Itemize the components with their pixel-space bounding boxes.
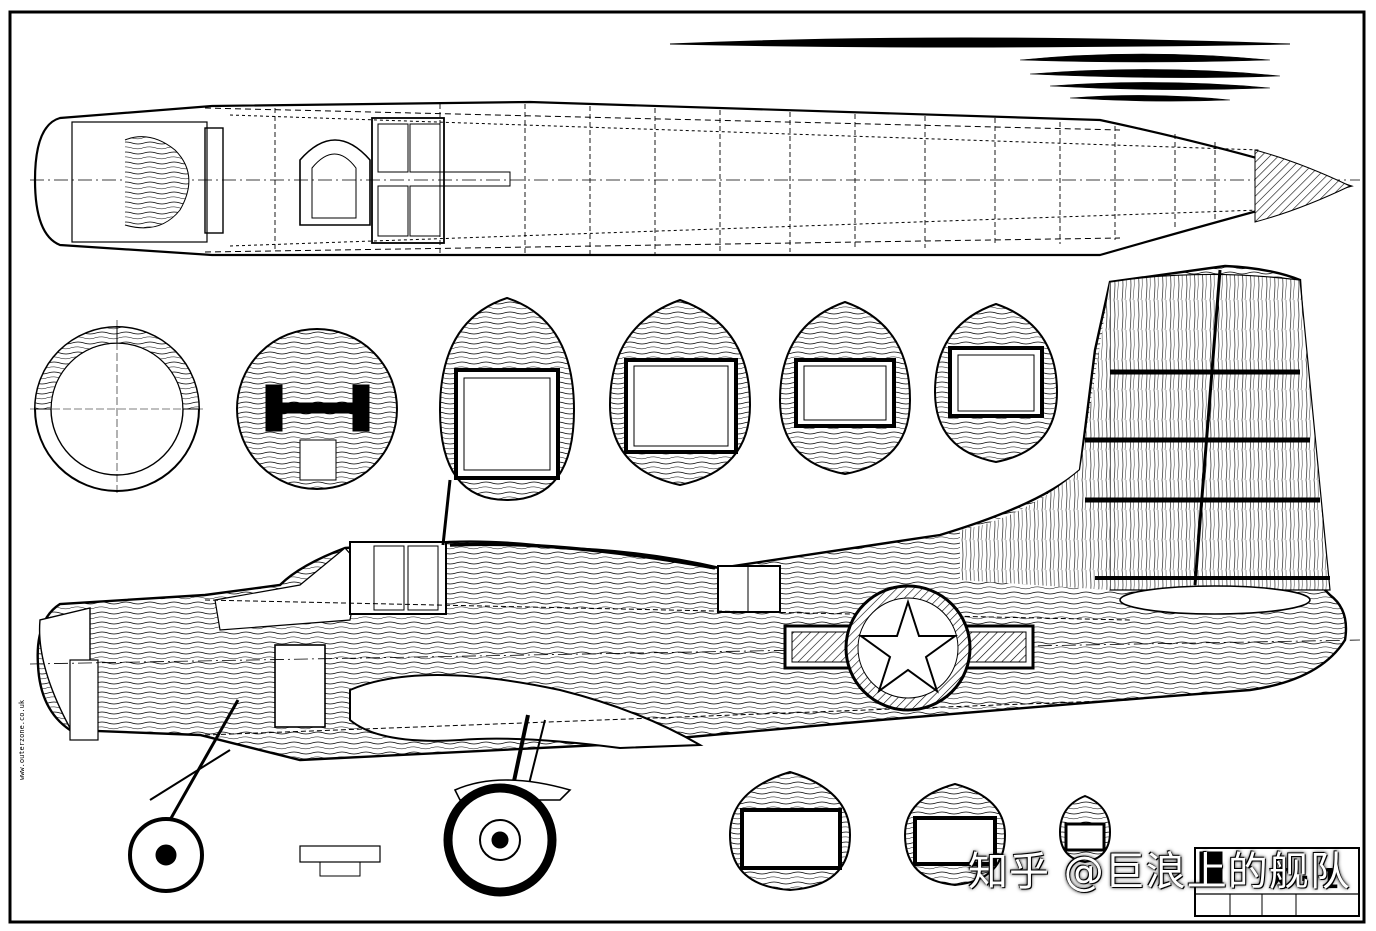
landing-gear-detail [299, 845, 381, 877]
national-insignia [783, 584, 1035, 712]
sheet-border [8, 10, 1366, 924]
watermark-text: 知乎 @巨浪上的舰队 [968, 849, 1351, 895]
title-block-id: X · 1 [1268, 862, 1340, 895]
tail-wheel-gear [128, 699, 240, 893]
firewall-former [236, 328, 398, 490]
former-oval-1 [438, 296, 576, 502]
margin-source-text: www.outerzone.co.uk [18, 699, 26, 780]
former-oval-4 [933, 302, 1059, 464]
former-oval-6 [903, 782, 1007, 887]
former-oval-5 [728, 770, 852, 892]
main-gear [443, 714, 572, 897]
airfoil-templates [669, 37, 1291, 102]
former-ring [30, 320, 205, 495]
former-oval-7 [1058, 794, 1112, 864]
former-oval-3 [778, 300, 912, 476]
title-block [1194, 847, 1360, 917]
plan-view-fuselage [30, 100, 1360, 257]
former-oval-2 [608, 298, 752, 487]
